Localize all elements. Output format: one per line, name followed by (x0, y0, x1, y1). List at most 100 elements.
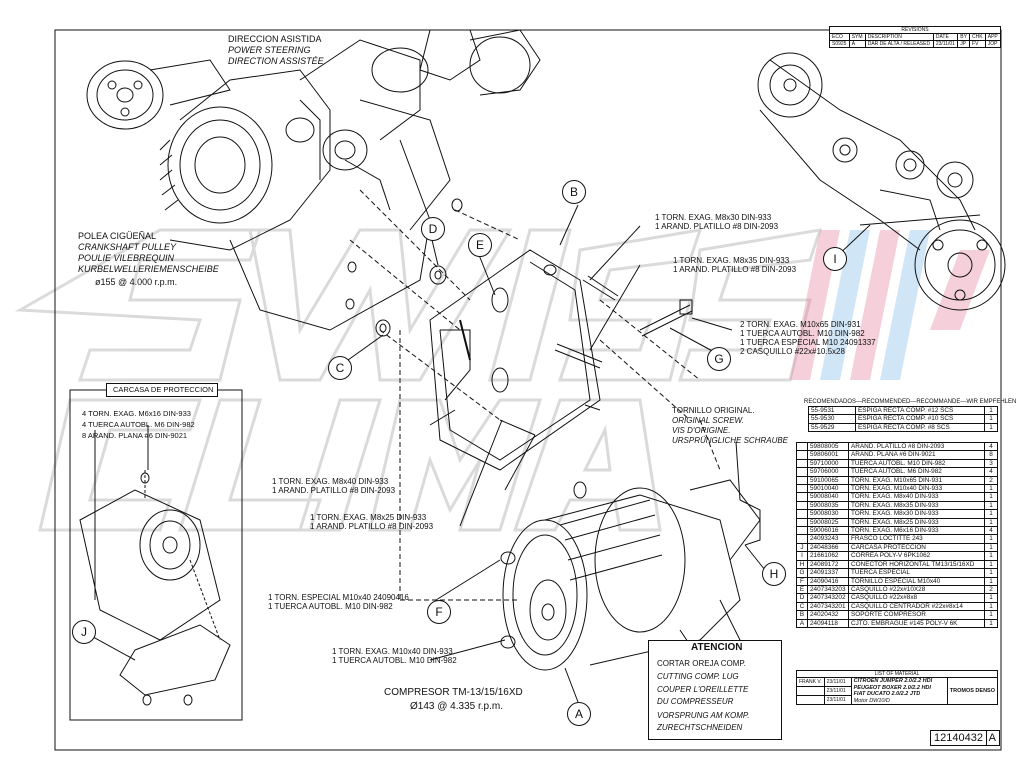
part-quantity: 8 (984, 450, 998, 460)
callout-e[interactable]: E (468, 233, 492, 257)
part-quantity: 1 (984, 509, 998, 519)
fastener-e-line-1: 1 TORN. EXAG. M8x35 DIN-933 (673, 256, 790, 265)
callout-i[interactable]: I (823, 247, 847, 271)
fastener-e-line-2: 1 ARAND. PLATILLO #8 DIN-2093 (673, 265, 797, 274)
part-code: 24048366 (807, 543, 849, 553)
attention-title: ATENCION (691, 642, 743, 653)
part-symbol (796, 450, 808, 460)
part-code: 24089172 (807, 560, 849, 570)
rev-header: DATE (932, 33, 959, 41)
part-symbol: G (796, 568, 808, 578)
part-symbol (796, 501, 808, 511)
part-quantity: 4 (984, 467, 998, 477)
crankshaft-label-en: CRANKSHAFT PULLEY (78, 242, 177, 252)
drawn-by-name: FRANK V. (796, 677, 825, 687)
rev-header: DESCRIPTION (864, 33, 934, 41)
part-code: 24020432 (807, 610, 849, 620)
fastener-g-line-1: 2 TORN. EXAG. M10x65 DIN-931 (740, 320, 861, 329)
fastener-a-line-2: 1 TUERCA AUTOBL. M10 DIN-982 (332, 656, 457, 665)
callout-j[interactable]: J (72, 620, 96, 644)
callout-f[interactable]: F (427, 600, 451, 624)
fastener-m8x40-line-1: 1 TORN. EXAG. M8x40 DIN-933 (272, 477, 389, 486)
part-symbol: A (796, 619, 808, 628)
power-steering-label-en: POWER STEERING (228, 45, 311, 55)
part-description: TORN. EXAG. M8x40 DIN-933 (848, 492, 985, 502)
rec-qty: 1 (984, 423, 998, 433)
part-quantity: 1 (984, 501, 998, 511)
part-quantity: 1 (984, 610, 998, 620)
part-code: 59008025 (807, 518, 849, 528)
part-code: 59710000 (807, 459, 849, 469)
rev-cell: DAR DE ALTA / RELEASED (864, 40, 934, 48)
part-code: 59008040 (807, 492, 849, 502)
part-description: TUERCA AUTOBL. M10 DIN-982 (848, 459, 985, 469)
vehicle-line: FIAT DUCATO 2.0/2.2 JTD (853, 691, 921, 697)
part-code: 21661062 (807, 551, 849, 561)
part-symbol (796, 492, 808, 502)
rev-cell: JOP (984, 40, 1002, 48)
callout-g[interactable]: G (707, 347, 731, 371)
checked-date: 23/11/01 (823, 686, 852, 696)
fastener-f-line-2: 1 TUERCA AUTOBL. M10 DIN-982 (268, 602, 393, 611)
rec-code: 55-9530 (808, 414, 856, 424)
part-description: SOPORTE COMPRESOR (848, 610, 985, 620)
part-quantity: 4 (984, 526, 998, 536)
brand-logo: TROMOS DENSO (946, 677, 999, 705)
part-description: ARAND. PLATILLO #8 DIN-2093 (848, 442, 985, 452)
part-description: TORN. EXAG. M8x30 DIN-933 (848, 509, 985, 519)
compressor-label: COMPRESOR TM-13/15/16XD (384, 687, 523, 698)
attention-line-5: VORSPRUNG AM KOMP. (657, 711, 750, 720)
attention-line-4: DU COMPRESSEUR (657, 697, 734, 706)
fastener-g-line-4: 2 CASQUILLO #22x#10.5x28 (740, 347, 845, 356)
fastener-m8x25-line-2: 1 ARAND. PLATILLO #8 DIN-2093 (310, 522, 434, 531)
part-symbol (796, 459, 808, 469)
power-steering-label-es: DIRECCION ASISTIDA (228, 34, 322, 44)
part-code: 24093243 (807, 534, 849, 544)
rec-code: 55-9531 (808, 406, 856, 416)
part-symbol (796, 484, 808, 494)
callout-d[interactable]: D (421, 217, 445, 241)
part-description: TORN. EXAG. M8x25 DIN-933 (848, 518, 985, 528)
part-description: CARCASA PROTECCIÓN (848, 543, 985, 553)
part-quantity: 1 (984, 560, 998, 570)
rec-qty: 1 (984, 406, 998, 416)
recommended-title: RECOMENDADOS—RECOMMENDED—RECOMMANDE—WIR … (804, 399, 1017, 405)
carcasa-fastener-1: 4 TORN. EXAG. M6x16 DIN-933 (82, 409, 191, 418)
original-screw-fr: VIS D'ORIGINE. (672, 426, 731, 435)
part-symbol (796, 526, 808, 536)
part-description: TORN. EXAG. M8x35 DIN-933 (848, 501, 985, 511)
part-symbol (796, 442, 808, 452)
part-code: 59010040 (807, 484, 849, 494)
rec-desc: ESPIGA RECTA COMP. #8 SCS (855, 423, 985, 433)
callout-c[interactable]: C (328, 356, 352, 380)
part-description: ARAND. PLANA #6 DIN-9021 (848, 450, 985, 460)
callout-h[interactable]: H (762, 562, 786, 586)
carcasa-title: CARCASA DE PROTECCION (113, 385, 214, 394)
rec-code: 55-9529 (808, 423, 856, 433)
callout-a[interactable]: A (567, 702, 591, 726)
part-code: 59806001 (807, 450, 849, 460)
callout-b[interactable]: B (562, 180, 586, 204)
part-code: 59006016 (807, 526, 849, 536)
attention-line-6: ZURECHTSCHNEIDEN (657, 723, 743, 732)
power-steering-label-fr: DIRECTION ASSISTÉE (228, 56, 324, 66)
vehicle-line: Motor DW10/D (853, 697, 890, 704)
part-code: 24090416 (807, 577, 849, 586)
drawing-number: 12140432 (934, 732, 983, 744)
part-symbol (796, 476, 808, 486)
rev-cell: FV (969, 40, 986, 48)
part-code: 59706000 (807, 467, 849, 477)
part-code: 59100065 (807, 476, 849, 486)
part-symbol: I (796, 551, 808, 561)
part-symbol: F (796, 577, 808, 586)
